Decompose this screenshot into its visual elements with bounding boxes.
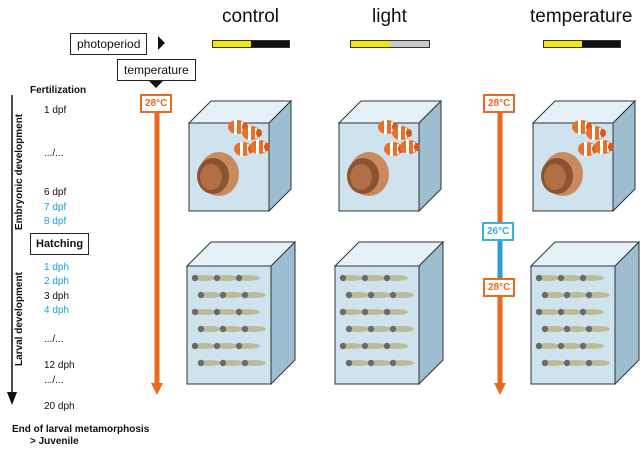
larval-day-4: .../... (44, 334, 64, 345)
embryo-tank-0 (188, 100, 293, 213)
embryo-day-0: 1 dpf (44, 105, 67, 116)
bar-light-phase (213, 41, 251, 47)
temp-drop-badge: 26°C (482, 222, 515, 241)
control-arrow-icon (151, 383, 163, 395)
photoperiod-bar-light (350, 40, 430, 48)
embryo-day-2: 6 dpf (44, 187, 67, 198)
bar-light-phase (351, 41, 390, 47)
factor-arrows (148, 36, 165, 88)
temperature-arrow-down-icon (494, 383, 506, 395)
embryo-tank-2 (532, 100, 637, 213)
larval-day-6: .../... (44, 375, 64, 386)
embryo-day-1: .../... (44, 148, 64, 159)
photoperiod-bar-control (212, 40, 290, 48)
bar-light-phase (544, 41, 582, 47)
temperature-arrow-icon (148, 80, 164, 88)
photoperiod-bar-temperature (543, 40, 621, 48)
larval-day-2: 3 dph (44, 291, 70, 302)
larval-day-3: 4 dph (44, 305, 70, 316)
bar-dark-phase (390, 41, 429, 47)
embryo-tank-1 (338, 100, 443, 213)
larval-day-7: 20 dph (44, 401, 75, 412)
temp-start-badge: 28°C (483, 94, 516, 113)
embryo-day-4: 8 dpf (44, 216, 67, 227)
control-temp-badge: 28°C (140, 94, 173, 113)
larval-day-5: 12 dph (44, 360, 75, 371)
bar-dark-phase (251, 41, 289, 47)
larval-tank-3 (186, 241, 297, 386)
photoperiod-arrow-icon (158, 36, 165, 50)
temperature-label: temperature (117, 59, 196, 81)
larval-tank-4 (334, 241, 445, 386)
photoperiod-label: photoperiod (70, 33, 148, 55)
column-title-control: control (222, 6, 280, 27)
column-title-temperature: temperature (530, 6, 633, 27)
timeline-arrow-icon (7, 392, 17, 405)
timeline-axis (7, 95, 17, 405)
bar-dark-phase (582, 41, 620, 47)
embryo-day-3: 7 dpf (44, 202, 67, 213)
fertilization-label: Fertilization (30, 85, 87, 96)
hatching-label: Hatching (30, 233, 90, 255)
larval-day-1: 2 dph (44, 276, 70, 287)
temp-return-badge: 28°C (483, 278, 516, 297)
end-metamorphosis-label: End of larval metamorphosis (12, 424, 150, 435)
larval-day-0: 1 dph (44, 262, 70, 273)
larval-tank-5 (530, 241, 641, 386)
column-title-light: light (372, 6, 407, 27)
juvenile-label: > Juvenile (30, 436, 79, 447)
